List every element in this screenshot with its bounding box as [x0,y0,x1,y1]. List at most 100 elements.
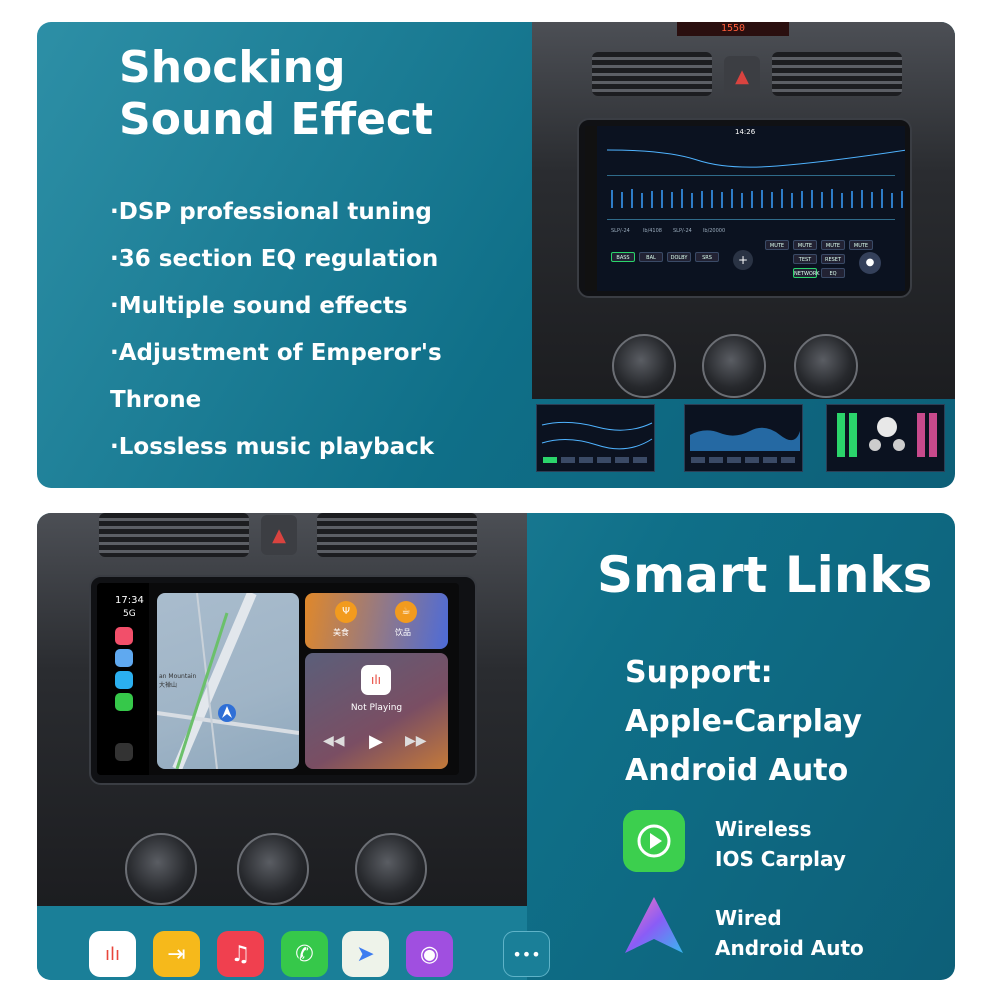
network-button[interactable]: NETWORK [793,268,820,278]
maps-mini-icon[interactable] [115,649,133,667]
mute-button[interactable]: MUTE [849,240,873,250]
carplay-sidebar: 17:34 5G [97,583,149,775]
music-note-icon[interactable]: ♫ [217,931,264,977]
support-list: Support: Apple-Carplay Android Auto [625,648,862,795]
drink-label: 饮品 [395,628,411,637]
dashboard-photo: 1550 ▲ 14:26 [532,22,955,399]
bullet-item: ·DSP professional tuning [110,199,432,225]
more-dots-icon[interactable]: ••• [503,931,550,977]
signal-label: 5G [123,609,136,619]
map-widget[interactable]: an Mountain 大禅山 [157,593,299,769]
fan-knob [237,833,309,905]
reset-button[interactable]: RESET [821,254,845,264]
climate-knob [125,833,197,905]
slp-label: SLP/-24 [673,228,692,234]
eq-thumbnail[interactable] [536,404,655,472]
slp-label: SLP/-24 [611,228,630,234]
food-label: 美食 [333,628,349,637]
eq-button[interactable]: EQ [821,268,845,278]
eq-curve [607,149,905,168]
temperature-knob [794,334,858,398]
map-place-label: an Mountain 大禅山 [159,673,197,689]
map-graphic [157,593,299,769]
bullet-item: Throne [110,387,202,413]
feature-line: Wired [715,906,782,930]
bullet-item: ·Multiple sound effects [110,293,408,319]
kwai-mini-icon[interactable] [115,671,133,689]
sound-effect-panel: Shocking Sound Effect ·DSP professional … [37,22,955,488]
hazard-icon: ▲ [261,515,297,555]
wired-android-auto-text: Wired Android Auto [715,903,864,963]
phone-mini-icon[interactable] [115,693,133,711]
carplay-screen: 17:34 5G an Mountain 大禅山 [97,583,459,775]
temperature-knob [355,833,427,905]
now-playing-widget[interactable]: ılı Not Playing ◀◀ ▶ ▶▶ [305,653,448,769]
feature-line: Android Auto [715,936,864,960]
feature-bullet-list: ·DSP professional tuning ·36 section EQ … [110,192,442,474]
support-android-auto: Android Auto [625,753,849,788]
graphic-eq-thumbnail[interactable] [684,404,803,472]
air-vent [317,513,477,557]
maps-icon[interactable]: ➤ [342,931,389,977]
food-icon[interactable]: Ψ [335,601,357,623]
mute-button[interactable]: MUTE [793,240,817,250]
microphone-icon[interactable]: ● [859,252,881,274]
suggestions-widget[interactable]: Ψ ☕ 美食 饮品 [305,593,448,649]
radio-display: 1550 [677,22,789,36]
bullet-item: ·36 section EQ regulation [110,246,439,272]
mute-button[interactable]: MUTE [765,240,789,250]
grid-menu-icon[interactable] [115,743,133,761]
rewind-icon[interactable]: ◀◀ [323,733,345,749]
air-vent [592,52,712,96]
slp-label: lb/4108 [643,228,662,234]
support-heading: Support: [625,655,773,690]
podcasts-bars-icon[interactable]: ılı [89,931,136,977]
srs-button[interactable]: SRS [695,252,719,262]
plus-icon[interactable]: + [733,250,753,270]
eq-screen: 14:26 [585,126,905,291]
bal-button[interactable]: BAL [639,252,663,262]
eq-band-row [607,140,905,176]
eq-band-row [607,178,903,220]
smart-links-panel: ▲ 17:34 5G an M [37,513,955,980]
side-nav-bar [585,126,597,291]
title-line-2: Sound Effect [119,94,434,145]
drink-icon[interactable]: ☕ [395,601,417,623]
enter-arrow-icon[interactable]: ⇥ [153,931,200,977]
feature-line: Wireless [715,817,812,841]
dashboard-photo: ▲ 17:34 5G an M [37,513,527,906]
bullet-item: ·Lossless music playback [110,434,435,460]
climate-knob [612,334,676,398]
eq-thumb-graphic [541,421,653,463]
air-vent [99,513,249,557]
test-button[interactable]: TEST [793,254,817,264]
dolby-button[interactable]: DOLBY [667,252,691,262]
play-icon[interactable]: ▶ [369,731,383,752]
wireless-carplay-text: Wireless IOS Carplay [715,814,846,874]
speaker-position-thumbnail[interactable] [826,404,945,472]
air-vent [772,52,902,96]
hazard-icon: ▲ [724,56,760,96]
support-carplay: Apple-Carplay [625,704,862,739]
smart-links-title: Smart Links [597,546,933,604]
podcasts-icon[interactable]: ◉ [406,931,453,977]
podcasts-mini-icon[interactable] [115,627,133,645]
now-playing-label: Not Playing [350,703,403,713]
title-line-1: Shocking [119,42,346,93]
feature-line: IOS Carplay [715,847,846,871]
head-unit-bezel: 14:26 [577,118,912,298]
bass-button[interactable]: BASS [611,252,635,262]
eq-curve [611,189,903,208]
slp-label: lb/20000 [703,228,726,234]
status-time: 17:34 [115,595,144,606]
fan-knob [702,334,766,398]
status-time: 14:26 [735,128,756,136]
speaker-thumb-graphic [837,413,937,457]
eq-thumb-graphic [690,427,800,463]
android-auto-icon [621,893,687,959]
sound-effect-title: Shocking Sound Effect [119,42,433,146]
phone-icon[interactable]: ✆ [281,931,328,977]
fast-forward-icon[interactable]: ▶▶ [405,733,427,749]
bullet-item: ·Adjustment of Emperor's [110,340,442,366]
mute-button[interactable]: MUTE [821,240,845,250]
